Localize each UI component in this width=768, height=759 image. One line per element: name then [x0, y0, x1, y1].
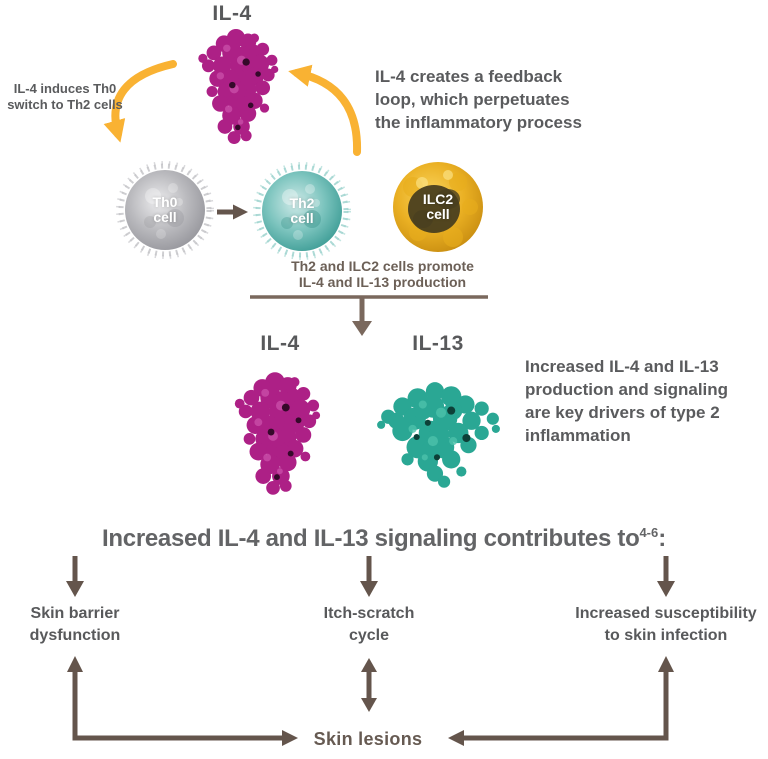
type2-inflammation-note-line: Increased IL-4 and IL-13 — [525, 357, 719, 376]
il4-top-label: IL-4 — [212, 2, 252, 25]
il4-mid-label: IL-4 — [260, 332, 300, 355]
ilc2-cell-label: ILC2 cell — [388, 157, 488, 257]
heading-reference-superscript: 4-6 — [639, 525, 659, 540]
feedback-loop-note-line: the inflammatory process — [375, 113, 582, 132]
th2-cell-label-line: Th2 — [289, 195, 315, 211]
th0-to-th2-arrow-icon — [217, 204, 248, 220]
cells-promote-caption-line: Th2 and ILC2 cells promote — [291, 258, 474, 274]
bracket-down-arrow-icon — [250, 295, 488, 336]
outcome-skin-barrier: Skin barrier dysfunction — [0, 603, 150, 647]
th0-cell-label-line: cell — [153, 209, 177, 225]
outcome-itch-scratch: Itch-scratch cycle — [294, 603, 444, 647]
type2-inflammation-note-line: are key drivers of type 2 — [525, 403, 720, 422]
outcome-line: Itch-scratch — [323, 605, 415, 622]
outcome-line: Skin barrier — [30, 605, 120, 622]
ilc2-cell-label-line: cell — [426, 206, 450, 222]
double-arrow-icon — [361, 658, 377, 712]
outcome-line: cycle — [348, 627, 390, 644]
th2-cell: Th2 cell — [252, 161, 352, 261]
signaling-heading: Increased IL-4 and IL-13 signaling contr… — [0, 518, 768, 554]
th0-switch-note-line: IL-4 induces Th0 — [13, 81, 117, 96]
il4-molecule-icon — [226, 367, 324, 499]
type2-inflammation-note-line: inflammation — [525, 426, 631, 445]
down-arrow-icon — [66, 556, 84, 597]
th0-switch-note-line: switch to Th2 cells — [7, 97, 123, 112]
th0-cell-label-line: Th0 — [152, 194, 178, 210]
th0-switch-note: IL-4 induces Th0 switch to Th2 cells — [2, 81, 128, 113]
il13-molecule-icon — [372, 380, 504, 492]
skin-lesions-label: Skin lesions — [313, 729, 423, 749]
ilc2-cell: ILC2 cell — [388, 157, 488, 257]
outcome-line: dysfunction — [29, 627, 121, 644]
feedback-arrow-right-icon — [288, 64, 362, 156]
feedback-arrow-left-icon — [103, 60, 177, 143]
elbow-arrow-left-icon — [67, 656, 298, 746]
th2-cell-label: Th2 cell — [252, 161, 352, 261]
outcome-line: Increased susceptibility — [575, 605, 757, 622]
outcome-line: to skin infection — [604, 627, 728, 644]
feedback-loop-note-line: loop, which perpetuates — [375, 90, 570, 109]
down-arrow-icon — [360, 556, 378, 597]
elbow-arrow-right-icon — [448, 656, 674, 746]
cells-promote-caption: Th2 and ILC2 cells promote IL-4 and IL-1… — [270, 258, 495, 290]
ilc2-cell-label-line: ILC2 — [422, 191, 454, 207]
il4-molecule-icon — [190, 26, 282, 146]
type2-inflammation-note-line: production and signaling — [525, 380, 729, 399]
cells-promote-caption-line: IL-4 and IL-13 production — [298, 274, 467, 290]
th0-cell: Th0 cell — [115, 160, 215, 260]
feedback-loop-note: IL-4 creates a feedback loop, which perp… — [375, 65, 605, 134]
il13-mid-label: IL-13 — [412, 332, 464, 355]
th2-cell-label-line: cell — [290, 210, 314, 226]
signaling-heading-text: Increased IL-4 and IL-13 signaling contr… — [102, 525, 640, 552]
outcome-skin-infection: Increased susceptibility to skin infecti… — [548, 603, 768, 647]
down-arrow-icon — [657, 556, 675, 597]
type2-inflammation-note: Increased IL-4 and IL-13 production and … — [525, 355, 755, 447]
feedback-loop-note-line: IL-4 creates a feedback — [375, 67, 563, 86]
signaling-heading-colon: : — [658, 525, 666, 552]
th0-cell-label: Th0 cell — [115, 160, 215, 260]
